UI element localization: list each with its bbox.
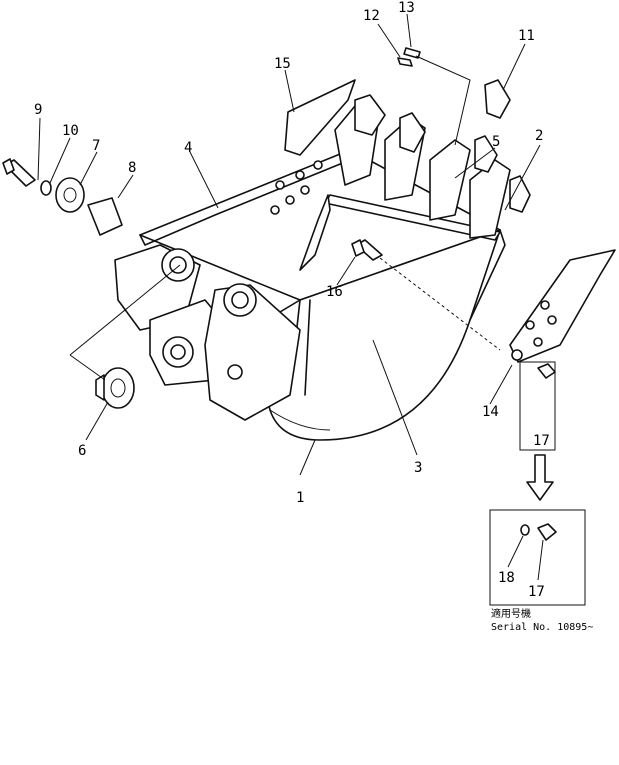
side-cutter-left xyxy=(284,79,356,156)
callout-12: 12 xyxy=(363,8,380,24)
nut-17 xyxy=(537,363,556,379)
side-cutter-right xyxy=(509,249,616,363)
detail-box xyxy=(489,509,586,606)
callout-14: 14 xyxy=(482,404,499,420)
callout-7: 7 xyxy=(92,138,100,154)
callout-5: 5 xyxy=(492,134,500,150)
callout-9: 9 xyxy=(34,102,42,118)
bolt-assembly-left xyxy=(2,158,123,236)
detail-callout-17: 17 xyxy=(528,584,545,600)
plate-bolts xyxy=(270,160,323,215)
callout-3: 3 xyxy=(414,460,422,476)
pin-lock-12-13 xyxy=(397,47,421,67)
callout-11: 11 xyxy=(518,28,535,44)
applicable-serial-label: 適用号機 xyxy=(491,607,531,620)
callout-1: 1 xyxy=(296,490,304,506)
bolt-16 xyxy=(351,239,383,261)
serial-number-note: Serial No. 10895~ xyxy=(491,622,593,633)
callout-10: 10 xyxy=(62,123,79,139)
detail-pointer xyxy=(519,361,556,501)
leader-lines xyxy=(37,13,541,476)
callout-15: 15 xyxy=(274,56,291,72)
callout-4: 4 xyxy=(184,140,192,156)
callout-2: 2 xyxy=(535,128,543,144)
callout-13: 13 xyxy=(398,0,415,16)
cap-6 xyxy=(95,367,135,409)
detail-box-labels: 18 17 適用号機 Serial No. 10895~ xyxy=(491,570,593,633)
callout-8: 8 xyxy=(128,160,136,176)
callout-16: 16 xyxy=(326,284,343,300)
wear-pin xyxy=(299,194,331,271)
callout-labels: 1 2 3 4 5 6 7 8 9 10 11 12 13 14 15 16 1… xyxy=(34,0,550,506)
bucket-teeth xyxy=(354,79,531,213)
callout-6: 6 xyxy=(78,443,86,459)
callout-17: 17 xyxy=(533,433,550,449)
detail-callout-18: 18 xyxy=(498,570,515,586)
